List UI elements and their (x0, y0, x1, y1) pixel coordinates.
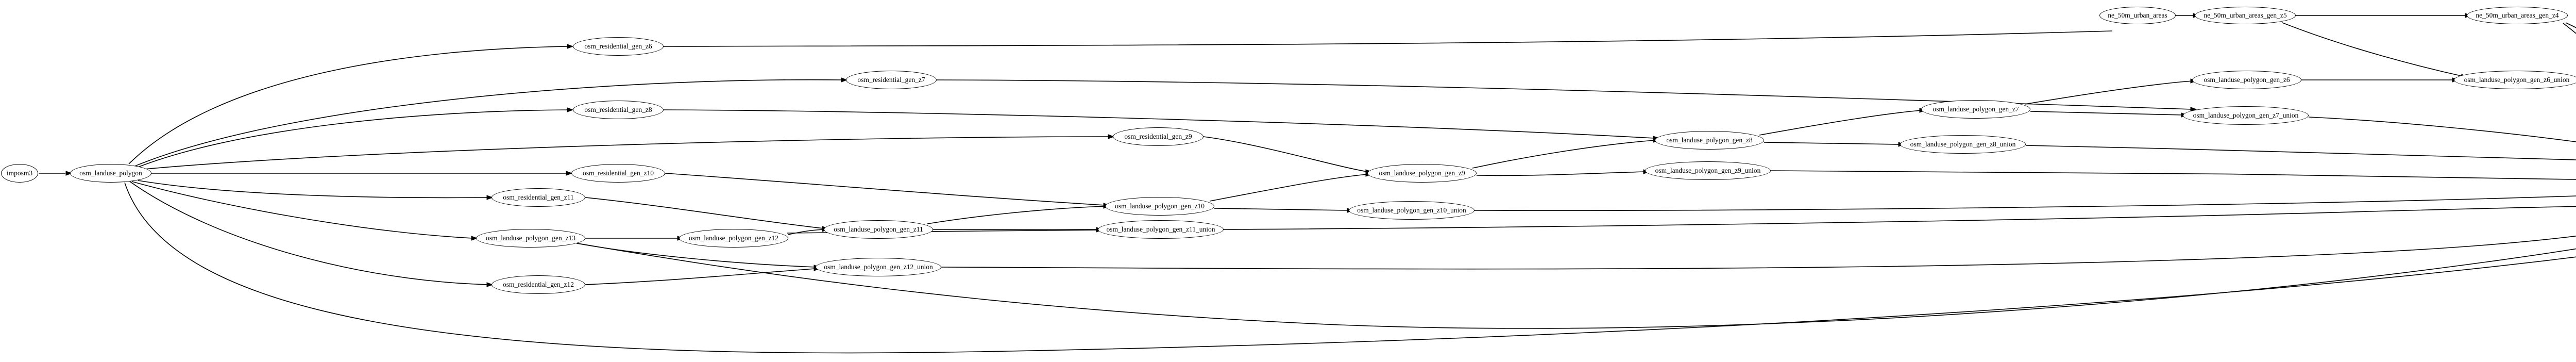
graph-node-osm-landuse-polygon-gen-z7[interactable]: osm_landuse_polygon_gen_z7 (1921, 100, 2030, 119)
graph-node-osm-landuse-polygon-gen-z9[interactable]: osm_landuse_polygon_gen_z9 (1367, 164, 1477, 183)
graph-node-osm-residential-gen-z11[interactable]: osm_residential_gen_z11 (492, 188, 585, 207)
node-label: osm_residential_gen_z9 (1124, 133, 1192, 140)
node-label: ne_50m_urban_areas_gen_z5 (2204, 11, 2287, 19)
graph-node-osm-landuse-polygon-gen-z6-union[interactable]: osm_landuse_polygon_gen_z6_union (2454, 71, 2576, 89)
node-label: osm_landuse_polygon_gen_z11 (834, 225, 923, 233)
node-label: osm_landuse_polygon_gen_z10 (1115, 202, 1205, 210)
node-label: osm_landuse_polygon_gen_z12 (689, 234, 778, 242)
node-label: osm_landuse_polygon_gen_z6_union (2464, 76, 2570, 84)
graph-node-osm-landuse-polygon-gen-z11[interactable]: osm_landuse_polygon_gen_z11 (824, 220, 933, 239)
graph-node-ne-50m-urban-areas-gen-z5[interactable]: ne_50m_urban_areas_gen_z5 (2195, 7, 2296, 24)
graph-node-osm-landuse-polygon-gen-z8-union[interactable]: osm_landuse_polygon_gen_z8_union (1900, 135, 2026, 154)
node-label: ne_50m_urban_areas (2108, 11, 2167, 19)
node-label: osm_residential_gen_z12 (503, 281, 574, 288)
graph-node-osm-landuse-polygon-gen-z10-union[interactable]: osm_landuse_polygon_gen_z10_union (1349, 201, 1475, 220)
node-label: osm_residential_gen_z8 (584, 106, 652, 113)
node-label: osm_landuse_polygon_gen_z8 (1666, 136, 1753, 144)
node-label: osm_residential_gen_z11 (503, 193, 574, 201)
graph-node-osm-residential-gen-z8[interactable]: osm_residential_gen_z8 (573, 101, 664, 119)
graph-node-osm-residential-gen-z9[interactable]: osm_residential_gen_z9 (1113, 127, 1204, 146)
graph-node-ne-50m-urban-areas-gen-z4[interactable]: ne_50m_urban_areas_gen_z4 (2467, 7, 2568, 24)
graph-node-osm-residential-gen-z10[interactable]: osm_residential_gen_z10 (571, 164, 665, 183)
node-label: osm_landuse_polygon_gen_z7 (1933, 105, 2019, 113)
node-label: ne_50m_urban_areas_gen_z4 (2476, 11, 2559, 19)
node-label: osm_landuse_polygon_gen_z11_union (1106, 225, 1215, 233)
graph-node-imposm3[interactable]: imposm3 (1, 164, 38, 183)
node-label: osm_landuse_polygon_gen_z9_union (1655, 167, 1761, 174)
node-label: osm_residential_gen_z6 (584, 42, 652, 50)
node-label: imposm3 (6, 169, 33, 177)
graph-node-osm-landuse-polygon-gen-z9-union[interactable]: osm_landuse_polygon_gen_z9_union (1645, 161, 1771, 180)
graph-node-osm-landuse-polygon-gen-z12[interactable]: osm_landuse_polygon_gen_z12 (679, 229, 788, 248)
node-label: osm_landuse_polygon (79, 169, 142, 177)
graph-node-osm-residential-gen-z7[interactable]: osm_residential_gen_z7 (846, 71, 937, 89)
graph-node-osm-residential-gen-z6[interactable]: osm_residential_gen_z6 (573, 37, 664, 56)
graph-node-osm-landuse-polygon-gen-z11-union[interactable]: osm_landuse_polygon_gen_z11_union (1098, 220, 1224, 239)
graph-node-osm-residential-gen-z12[interactable]: osm_residential_gen_z12 (492, 275, 585, 294)
graph-node-osm-landuse-polygon-gen-z13[interactable]: osm_landuse_polygon_gen_z13 (476, 229, 585, 248)
node-label: osm_landuse_polygon_gen_z6 (2204, 76, 2290, 84)
node-label: osm_residential_gen_z10 (583, 169, 654, 177)
node-label: osm_landuse_polygon_gen_z13 (486, 234, 575, 242)
node-label: osm_landuse_polygon_gen_z9 (1379, 169, 1465, 177)
graph-node-osm-landuse-polygon[interactable]: osm_landuse_polygon (70, 164, 151, 183)
graph-node-osm-landuse-polygon-gen-z6[interactable]: osm_landuse_polygon_gen_z6 (2192, 71, 2301, 89)
node-label: osm_landuse_polygon_gen_z10_union (1357, 206, 1466, 214)
node-label: osm_landuse_polygon_gen_z12_union (824, 263, 933, 271)
graph-node-osm-landuse-polygon-gen-z12-union[interactable]: osm_landuse_polygon_gen_z12_union (816, 258, 941, 276)
graph-node-osm-landuse-polygon-gen-z10[interactable]: osm_landuse_polygon_gen_z10 (1105, 197, 1214, 216)
node-label: osm_landuse_polygon_gen_z8_union (1910, 140, 2016, 148)
graph-node-ne-50m-urban-areas[interactable]: ne_50m_urban_areas (2099, 7, 2176, 24)
node-label: osm_landuse_polygon_gen_z7_union (2193, 111, 2299, 119)
graph-node-osm-landuse-polygon-gen-z7-union[interactable]: osm_landuse_polygon_gen_z7_union (2183, 106, 2309, 125)
graph-node-osm-landuse-polygon-gen-z8[interactable]: osm_landuse_polygon_gen_z8 (1655, 131, 1764, 150)
node-label: osm_residential_gen_z7 (857, 76, 925, 84)
